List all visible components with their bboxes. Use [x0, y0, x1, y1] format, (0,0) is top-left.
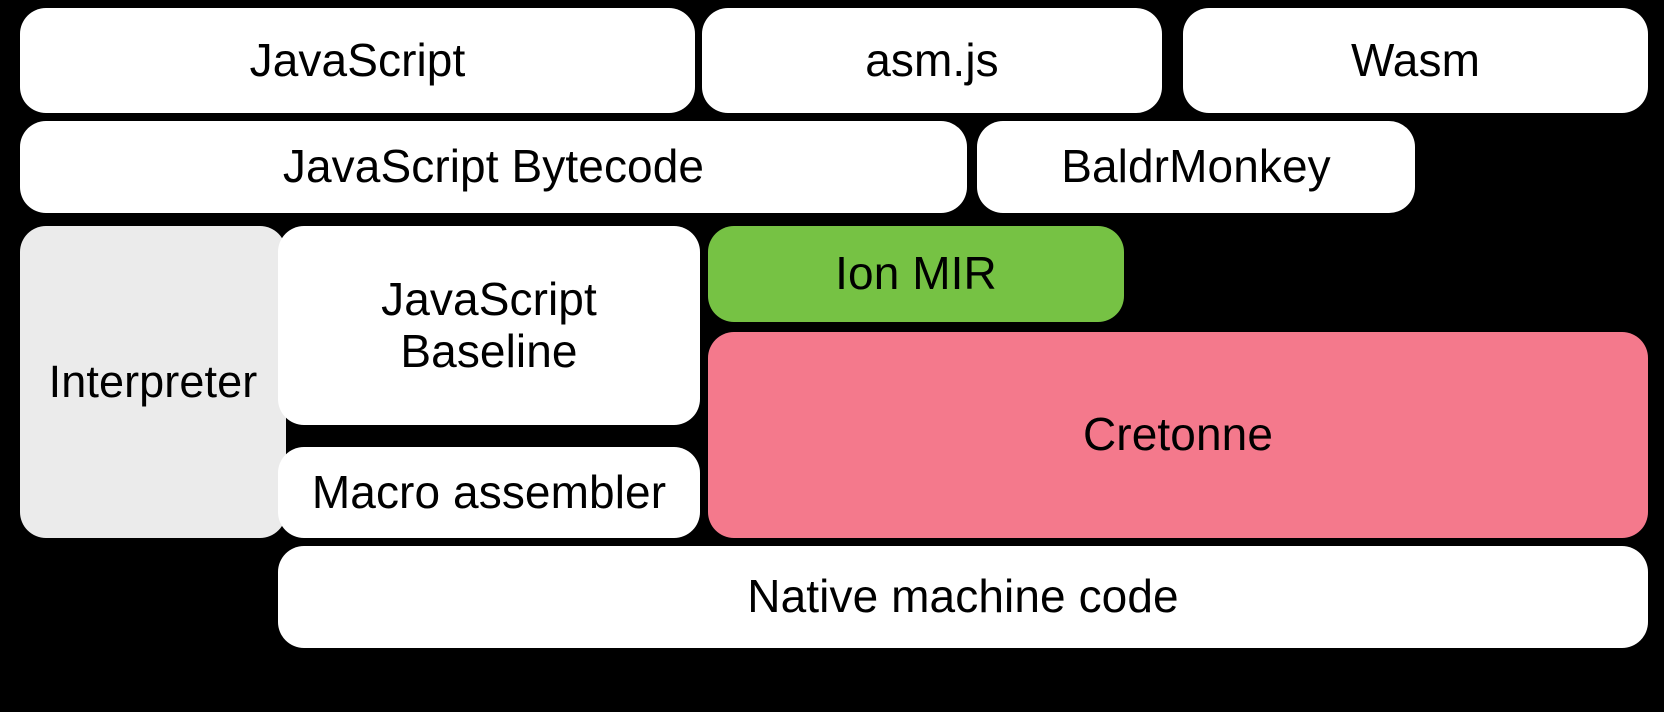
node-cretonne[interactable]: Cretonne	[708, 332, 1648, 538]
node-baldrmonkey[interactable]: BaldrMonkey	[977, 121, 1415, 213]
node-asm-js[interactable]: asm.js	[702, 8, 1162, 113]
node-ion-mir[interactable]: Ion MIR	[708, 226, 1124, 322]
node-native-machine-code[interactable]: Native machine code	[278, 546, 1648, 648]
node-javascript[interactable]: JavaScript	[20, 8, 695, 113]
node-interpreter[interactable]: Interpreter	[20, 226, 286, 538]
node-macro-assembler[interactable]: Macro assembler	[278, 447, 700, 538]
node-javascript-baseline[interactable]: JavaScript Baseline	[278, 226, 700, 425]
node-wasm[interactable]: Wasm	[1183, 8, 1648, 113]
node-javascript-bytecode[interactable]: JavaScript Bytecode	[20, 121, 967, 213]
